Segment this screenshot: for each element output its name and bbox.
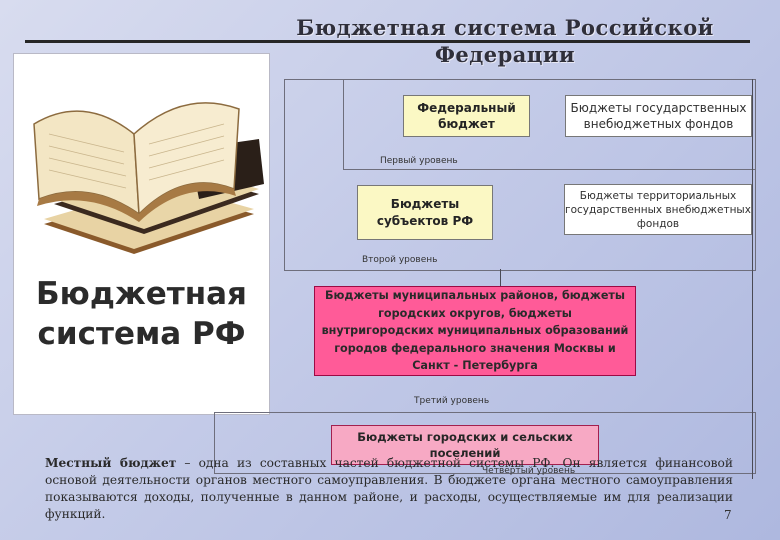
cover-caption: Бюджетная система РФ — [36, 276, 247, 352]
federal-budget-label: Федеральный бюджет — [417, 101, 516, 131]
municipal-budgets-box: Бюджеты муниципальных районов, бюджеты г… — [314, 286, 636, 376]
level-four-label: Четвертый уровень — [482, 466, 576, 476]
level-three-label: Третий уровень — [414, 396, 490, 406]
state-funds-label: Бюджеты государственных внебюджетных фон… — [570, 101, 747, 131]
book-cover-image: Бюджетная система РФ — [13, 53, 270, 415]
open-book-icon — [33, 102, 264, 254]
definition-text: – одна из составных частей бюджетной сис… — [45, 456, 733, 521]
title-underline — [25, 40, 750, 43]
territorial-funds-label: Бюджеты территориальных государственных … — [565, 189, 751, 230]
state-funds-box: Бюджеты государственных внебюджетных фон… — [565, 95, 752, 137]
level-four-frame — [214, 412, 756, 474]
subjects-budget-label: Бюджеты субъектов РФ — [376, 196, 474, 228]
level-two-label: Второй уровень — [362, 255, 438, 265]
level-one-label: Первый уровень — [380, 156, 458, 166]
page-number: 7 — [724, 508, 732, 522]
subjects-budget-box: Бюджеты субъектов РФ — [357, 185, 493, 240]
territorial-funds-box: Бюджеты территориальных государственных … — [564, 184, 752, 235]
slide-title: Бюджетная система Российской Федерации — [296, 15, 714, 67]
municipal-budgets-label: Бюджеты муниципальных районов, бюджеты г… — [321, 289, 629, 373]
vertical-connector — [752, 79, 753, 479]
definition-paragraph: Местный бюджет – одна из составных часте… — [45, 455, 733, 523]
connector-third — [500, 269, 501, 289]
level-one-frame — [343, 79, 756, 170]
settlements-budget-label: Бюджеты городских и сельских поселений — [357, 430, 573, 460]
federal-budget-box: Федеральный бюджет — [403, 95, 530, 137]
settlements-budget-box: Бюджеты городских и сельских поселений — [331, 425, 599, 465]
definition-term: Местный бюджет — [45, 456, 177, 470]
